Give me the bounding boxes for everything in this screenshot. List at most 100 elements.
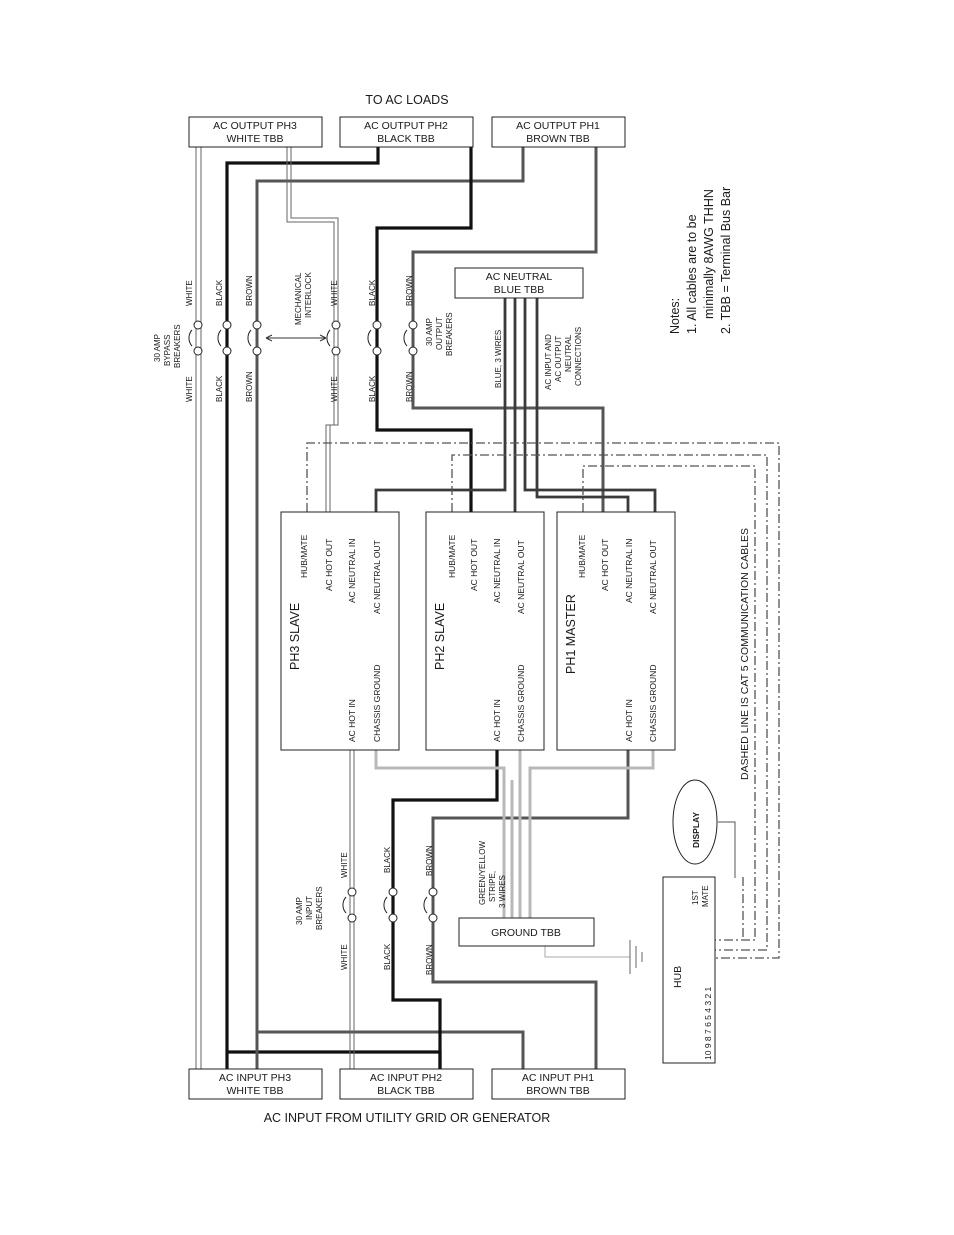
terminal-hub-mate: HUB/MATE: [299, 534, 309, 578]
neutral-tbb-line2: BLUE TBB: [494, 284, 545, 296]
notes: Notes: 1. All cables are to be minimally…: [668, 187, 733, 334]
output-tbb-ph3: AC OUTPUT PH3 WHITE TBB: [188, 116, 323, 148]
terminal-ac-neutral-out: AC NEUTRAL OUT: [516, 540, 526, 614]
neutral-conn-line2: AC OUTPUT: [554, 336, 563, 382]
terminal-ac-neutral-out: AC NEUTRAL OUT: [648, 540, 658, 614]
terminal-chassis-ground: CHASSIS GROUND: [516, 665, 526, 742]
wire-label-brown: BROWN: [405, 275, 414, 306]
bypass-breakers: [188, 320, 262, 356]
blue-wire-neutral-1: [374, 298, 507, 512]
input-tbb-ph3: AC INPUT PH3 WHITE TBB: [188, 1068, 323, 1100]
bypass-breakers-line1: 30 AMP: [153, 334, 162, 362]
wire-label-brown: BROWN: [425, 845, 434, 876]
neutral-tbb-line1: AC NEUTRAL: [486, 271, 553, 283]
terminal-ac-neutral-in: AC NEUTRAL IN: [492, 539, 502, 603]
ground-tbb-label: GROUND TBB: [491, 927, 561, 939]
cat5-ph3: [306, 442, 780, 959]
terminal-hub-mate: HUB/MATE: [447, 534, 457, 578]
wire-label-brown: BROWN: [245, 275, 254, 306]
terminal-ac-neutral-in: AC NEUTRAL IN: [624, 539, 634, 603]
cat5-cables: [306, 442, 780, 959]
terminal-ac-neutral-in: AC NEUTRAL IN: [347, 539, 357, 603]
wire-label-brown: BROWN: [245, 371, 254, 402]
input-tbb-ph1-line2: BROWN TBB: [526, 1085, 589, 1097]
output-tbb-ph1-line1: AC OUTPUT PH1: [516, 120, 600, 132]
output-tbb-ph3-line1: AC OUTPUT PH3: [213, 120, 297, 132]
notes-line2: minimally 8AWG THHN: [702, 189, 716, 319]
ground-wire-1: [374, 750, 506, 918]
blue-wire-neutral-4: [535, 298, 630, 512]
neutral-tbb: AC NEUTRAL BLUE TBB: [454, 267, 584, 299]
display-label: DISPLAY: [691, 812, 701, 848]
wire-label-brown: BROWN: [425, 944, 434, 975]
hub: HUB 10 9 8 7 6 5 4 3 2 1 1ST MATE: [662, 876, 716, 1064]
input-tbb-ph2-line2: BLACK TBB: [377, 1085, 435, 1097]
black-wire-input-ph2: [391, 750, 499, 1072]
interlock-line2: INTERLOCK: [304, 272, 313, 318]
terminal-ac-hot-out: AC HOT OUT: [324, 539, 334, 591]
title-ac-input: AC INPUT FROM UTILITY GRID OR GENERATOR: [264, 1111, 551, 1125]
terminal-ac-hot-in: AC HOT IN: [347, 699, 357, 742]
white-wire-output-ph3: [286, 147, 335, 512]
earth-ground-symbol: [629, 940, 643, 974]
bypass-breakers-line2: BYPASS: [163, 335, 172, 366]
hub-label: HUB: [672, 966, 684, 988]
inverter-ph3-slave: PH3 SLAVE HUB/MATE AC HOT OUT AC NEUTRAL…: [280, 511, 400, 751]
terminal-chassis-ground: CHASSIS GROUND: [648, 665, 658, 742]
wire-label-white: WHITE: [185, 280, 194, 306]
input-tbb-ph1: AC INPUT PH1 BROWN TBB: [491, 1068, 626, 1100]
terminal-ac-hot-out: AC HOT OUT: [469, 539, 479, 591]
hub-mate-line1: 1ST: [691, 890, 700, 905]
output-tbb-ph2-line2: BLACK TBB: [377, 133, 435, 145]
input-breakers-line1: 30 AMP: [295, 897, 304, 925]
brown-wire-input-ph1: [431, 750, 630, 1072]
white-wire-output-ph3-b: [290, 147, 339, 512]
terminal-ac-hot-in: AC HOT IN: [624, 699, 634, 742]
interlock-arrow: [265, 334, 327, 342]
hub-mate-line2: MATE: [701, 885, 710, 907]
output-tbb-ph2-line1: AC OUTPUT PH2: [364, 120, 448, 132]
black-wire-output-ph2: [375, 147, 473, 512]
wire-label-black: BLACK: [383, 943, 392, 970]
bypass-breakers-line3: BREAKERS: [173, 324, 182, 368]
cat5-ph1: [582, 465, 756, 941]
input-breakers-line2: INPUT: [305, 896, 314, 920]
terminal-ac-hot-out: AC HOT OUT: [600, 539, 610, 591]
terminal-ac-neutral-out: AC NEUTRAL OUT: [372, 540, 382, 614]
wires: [195, 147, 736, 1072]
input-breakers-line3: BREAKERS: [315, 886, 324, 930]
notes-line1: 1. All cables are to be: [685, 214, 699, 334]
brown-wire-output-ph1: [411, 147, 605, 512]
title-to-ac-loads: TO AC LOADS: [365, 93, 448, 107]
output-tbb-ph2: AC OUTPUT PH2 BLACK TBB: [339, 116, 474, 148]
inverter-ph1-name: PH1 MASTER: [564, 594, 578, 674]
wire-label-black: BLACK: [215, 375, 224, 402]
neutral-conn-line3: NEUTRAL: [564, 334, 573, 372]
input-tbb-ph1-line1: AC INPUT PH1: [522, 1072, 594, 1084]
output-tbb-ph1: AC OUTPUT PH1 BROWN TBB: [491, 116, 626, 148]
neutral-conn-line1: AC INPUT AND: [544, 334, 553, 390]
output-breakers-line2: OUTPUT: [435, 317, 444, 350]
ground-wires-line3: 3 WIRES: [498, 875, 507, 908]
inverter-ph1-master: PH1 MASTER HUB/MATE AC HOT OUT AC NEUTRA…: [556, 511, 676, 751]
input-tbb-ph2: AC INPUT PH2 BLACK TBB: [339, 1068, 474, 1100]
cat5-ph2: [451, 454, 768, 951]
brown-wire-bypass: [255, 147, 525, 1072]
wire-label-white: WHITE: [185, 376, 194, 402]
display-hub-wire: [718, 821, 736, 878]
wire-labels: WHITE BLACK BROWN WHITE BLACK BROWN WHIT…: [185, 275, 434, 975]
input-tbb-ph3-line2: WHITE TBB: [227, 1085, 284, 1097]
annotations: 30 AMP BYPASS BREAKERS MECHANICAL INTERL…: [153, 272, 751, 930]
blue-wires-label: BLUE, 3 WIRES: [494, 330, 503, 388]
notes-line3: 2. TBB = Terminal Bus Bar: [719, 187, 733, 334]
output-tbb-ph1-line2: BROWN TBB: [526, 133, 589, 145]
terminal-hub-mate: HUB/MATE: [577, 534, 587, 578]
ground-tbb: GROUND TBB: [458, 917, 595, 947]
inverter-ph2-slave: PH2 SLAVE HUB/MATE AC HOT OUT AC NEUTRAL…: [425, 511, 545, 751]
wire-label-brown: BROWN: [405, 371, 414, 402]
output-tbb-ph3-line2: WHITE TBB: [227, 133, 284, 145]
ground-wires-line1: GREEN/YELLOW: [478, 841, 487, 905]
wire-label-white: WHITE: [330, 280, 339, 306]
ground-wires-line2: STRIPE,: [488, 871, 497, 902]
notes-heading: Notes:: [668, 298, 682, 334]
